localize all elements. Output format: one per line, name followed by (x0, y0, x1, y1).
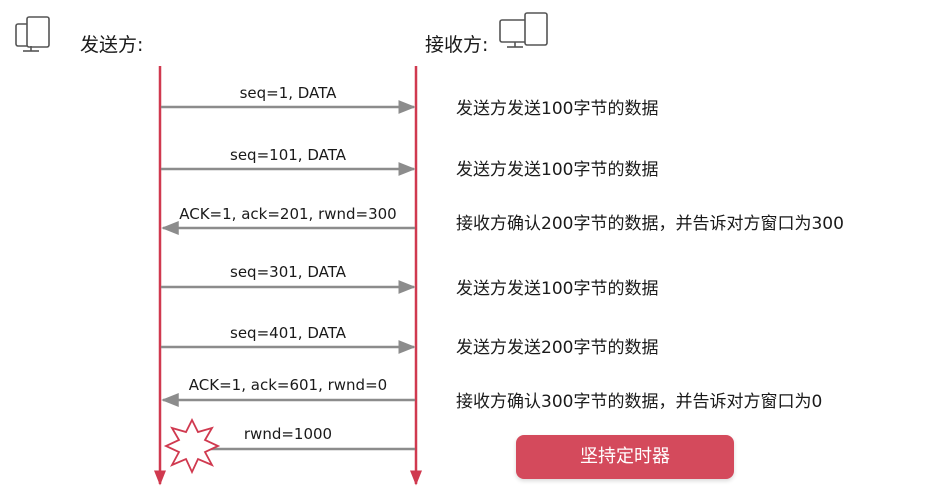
packet-lost-burst-icon (163, 417, 221, 475)
message-label-1: seq=1, DATA (239, 84, 337, 102)
message-description-3: 接收方确认200字节的数据，并告诉对方窗口为300 (456, 214, 844, 234)
message-label-4: seq=301, DATA (230, 263, 346, 281)
message-label-3: ACK=1, ack=201, rwnd=300 (179, 205, 397, 223)
message-description-4: 发送方发送100字节的数据 (456, 279, 659, 299)
message-label-2: seq=101, DATA (230, 146, 346, 164)
message-label-7: rwnd=1000 (243, 425, 333, 443)
message-description-1: 发送方发送100字节的数据 (456, 99, 659, 119)
message-label-5: seq=401, DATA (230, 324, 346, 342)
sender-title: 发送方: (80, 34, 144, 56)
persist-timer-button[interactable]: 坚持定时器 (516, 435, 734, 479)
receiver-title: 接收方: (425, 34, 489, 56)
message-label-6: ACK=1, ack=601, rwnd=0 (188, 376, 388, 394)
receiver-computer-icon (499, 12, 548, 48)
message-description-6: 接收方确认300字节的数据，并告诉对方窗口为0 (456, 392, 823, 412)
message-description-2: 发送方发送100字节的数据 (456, 160, 659, 180)
message-description-5: 发送方发送200字节的数据 (456, 338, 659, 358)
sender-computer-icon (15, 16, 50, 52)
